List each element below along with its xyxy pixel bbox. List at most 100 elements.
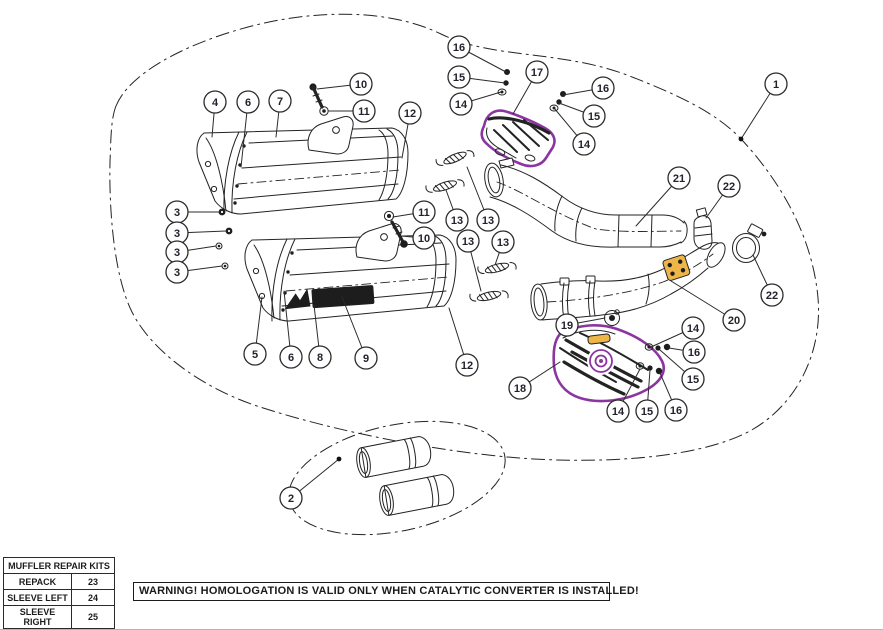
repair-kits-title: MUFFLER REPAIR KITS (3, 557, 115, 574)
callout-13: 13 (456, 229, 482, 292)
kit-name: REPACK (3, 573, 72, 590)
kit-name: SLEEVE RIGHT (3, 605, 72, 629)
callout-14: 14 (606, 368, 641, 423)
svg-text:13: 13 (462, 236, 474, 248)
svg-text:16: 16 (597, 83, 609, 95)
catalytic-converter (552, 324, 666, 403)
table-row: SLEEVE LEFT 24 (3, 589, 115, 606)
svg-text:12: 12 (404, 108, 416, 120)
svg-text:22: 22 (766, 290, 778, 302)
svg-text:13: 13 (497, 237, 509, 249)
callout-13: 13 (491, 230, 515, 266)
svg-text:16: 16 (688, 347, 700, 359)
svg-text:3: 3 (174, 207, 180, 219)
end-cap-rivets (215, 208, 233, 270)
hanger-bolt-top (309, 83, 329, 116)
cat-fasteners-right (644, 343, 671, 351)
callout-5: 5 (243, 296, 267, 366)
callout-12: 12 (398, 101, 422, 159)
callout-4: 4 (203, 90, 227, 138)
callout-11: 11 (328, 99, 376, 123)
callout-12: 12 (448, 307, 479, 377)
svg-text:20: 20 (728, 315, 740, 327)
callout-17: 17 (512, 60, 549, 115)
callout-10: 10 (316, 72, 373, 96)
kit-number: 23 (71, 573, 115, 590)
svg-text:3: 3 (174, 267, 180, 279)
callout-3: 3 (165, 260, 223, 284)
mount-bracket-yellow (662, 254, 691, 281)
svg-text:1: 1 (773, 79, 779, 91)
svg-text:15: 15 (641, 406, 653, 418)
callout-19: 19 (555, 313, 606, 337)
repair-kits-table: MUFFLER REPAIR KITS REPACK 23 SLEEVE LEF… (3, 557, 115, 629)
svg-text:11: 11 (418, 207, 430, 219)
assembly-boundary (109, 13, 820, 461)
svg-text:3: 3 (174, 228, 180, 240)
callout-3: 3 (165, 240, 217, 264)
callout-15: 15 (659, 349, 705, 391)
callout-16: 16 (668, 340, 706, 364)
shield-fasteners-left (497, 69, 510, 96)
callout-11: 11 (392, 200, 436, 224)
svg-text:13: 13 (482, 215, 494, 227)
callout-10: 10 (400, 226, 436, 250)
callout-22: 22 (705, 174, 741, 219)
callout-6: 6 (236, 90, 260, 168)
callout-13: 13 (445, 189, 469, 232)
kit-number: 24 (71, 589, 115, 606)
table-row: REPACK 23 (3, 573, 115, 590)
callout-16: 16 (562, 76, 615, 100)
callout-8: 8 (308, 304, 332, 369)
svg-text:10: 10 (418, 233, 430, 245)
collector-pipe (530, 242, 726, 321)
svg-text:9: 9 (363, 353, 369, 365)
callout-16: 16 (447, 35, 507, 73)
callout-3: 3 (165, 200, 220, 224)
table-row: SLEEVE RIGHT 25 (3, 605, 115, 629)
svg-text:6: 6 (288, 352, 294, 364)
callout-14: 14 (553, 107, 596, 156)
callout-16: 16 (659, 372, 688, 422)
svg-text:21: 21 (673, 173, 685, 185)
svg-text:14: 14 (687, 323, 700, 335)
svg-text:8: 8 (317, 352, 323, 364)
callout-3: 3 (165, 221, 227, 245)
callout-7: 7 (268, 89, 292, 138)
svg-text:3: 3 (174, 247, 180, 259)
hanger-bolt-mid (383, 210, 408, 248)
muffler-upper (196, 116, 409, 215)
pipe-clamp-small (693, 207, 713, 250)
svg-text:5: 5 (252, 349, 258, 361)
svg-text:4: 4 (212, 97, 219, 109)
callout-1: 1 (738, 72, 788, 142)
callout-14: 14 (449, 91, 502, 116)
callout-2: 2 (279, 456, 342, 510)
link-pipe (484, 157, 688, 248)
svg-text:18: 18 (514, 383, 526, 395)
akrapovic-badge (284, 285, 375, 310)
sleeve-right (379, 474, 455, 516)
svg-text:15: 15 (453, 72, 465, 84)
callout-20: 20 (670, 280, 746, 332)
svg-text:16: 16 (670, 405, 682, 417)
svg-text:10: 10 (355, 79, 367, 91)
svg-text:17: 17 (531, 67, 543, 79)
callout-14: 14 (650, 316, 705, 348)
sleeve-left (356, 436, 432, 478)
svg-text:7: 7 (277, 96, 283, 108)
sensor-plug (604, 309, 620, 326)
svg-text:16: 16 (453, 42, 465, 54)
kit-name: SLEEVE LEFT (3, 589, 72, 606)
svg-text:14: 14 (612, 406, 625, 418)
svg-text:14: 14 (578, 139, 591, 151)
svg-text:6: 6 (245, 97, 251, 109)
warning-banner: WARNING! HOMOLOGATION IS VALID ONLY WHEN… (133, 582, 639, 601)
callout-15: 15 (558, 102, 606, 128)
heat-shield (480, 109, 556, 168)
svg-text:13: 13 (451, 215, 463, 227)
svg-text:2: 2 (288, 493, 294, 505)
svg-text:15: 15 (687, 374, 699, 386)
callout-15: 15 (635, 369, 659, 423)
